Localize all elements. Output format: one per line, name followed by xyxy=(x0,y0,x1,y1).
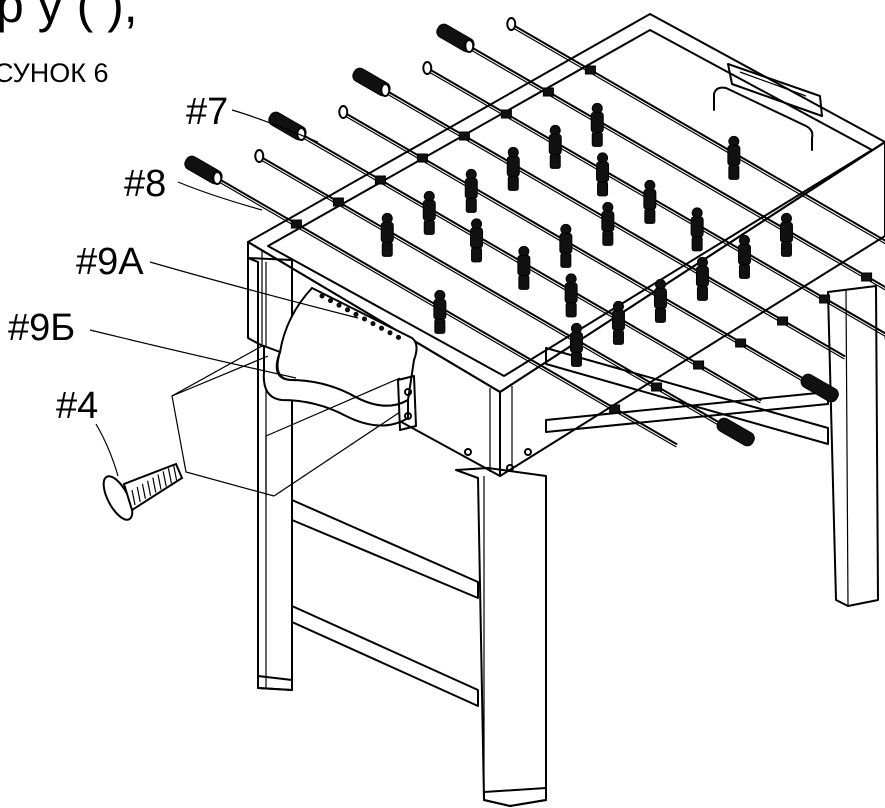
rod-handle-icon xyxy=(800,373,839,403)
callout-8: #8 xyxy=(124,163,166,205)
player-figure-icon xyxy=(779,212,793,257)
front-right-leg xyxy=(455,467,547,807)
lower-brace xyxy=(291,605,479,707)
cabinet-right-panel xyxy=(499,141,885,477)
mount-bracket xyxy=(397,375,417,431)
player-figure-icon xyxy=(559,223,573,268)
callout-9a: #9A xyxy=(76,241,144,283)
score-markers xyxy=(319,293,401,340)
player-figure-icon xyxy=(422,190,436,235)
player-figure-icon xyxy=(380,212,394,257)
player-figure-icon xyxy=(695,256,709,301)
goal-assembly xyxy=(171,286,418,497)
screw-icon xyxy=(102,462,184,521)
player-figure-icon xyxy=(596,152,610,197)
player-figure-icon xyxy=(590,102,604,147)
player-figure-icon xyxy=(653,278,667,323)
rod xyxy=(468,45,885,289)
figure-label: СУНОК 6 xyxy=(0,58,109,88)
leader-lines xyxy=(89,109,359,477)
player-figure-icon xyxy=(727,135,741,180)
front-left-leg xyxy=(247,257,293,691)
player-figure-icon xyxy=(690,207,704,252)
front-brace xyxy=(291,499,479,599)
far-goal-box xyxy=(727,63,823,117)
player-figure-icon xyxy=(601,201,615,246)
player-figure-icon xyxy=(433,289,447,334)
player-figure-icon xyxy=(737,234,751,279)
player-figure-icon xyxy=(548,124,562,169)
player-rods xyxy=(184,17,885,448)
header-cut-text: р у ( ), xyxy=(0,0,138,33)
callout-4: #4 xyxy=(56,385,98,427)
player-figure-icon xyxy=(506,146,520,191)
player-figure-icon xyxy=(564,273,578,318)
table-legs xyxy=(247,257,879,807)
player-figure-icon xyxy=(517,245,531,290)
player-figure-icon xyxy=(470,218,484,263)
player-figure-icon xyxy=(464,168,478,213)
rod-handle-icon xyxy=(716,417,755,447)
far-goal-handle xyxy=(713,86,814,151)
player-figure-icon xyxy=(643,179,657,224)
callout-9b: #9Б xyxy=(8,307,75,349)
back-right-leg xyxy=(827,285,879,607)
player-figure-icon xyxy=(569,322,583,367)
player-figure-icon xyxy=(611,300,625,345)
side-brace xyxy=(545,347,829,445)
right-brace xyxy=(545,391,829,433)
callout-7: #7 xyxy=(186,91,228,133)
